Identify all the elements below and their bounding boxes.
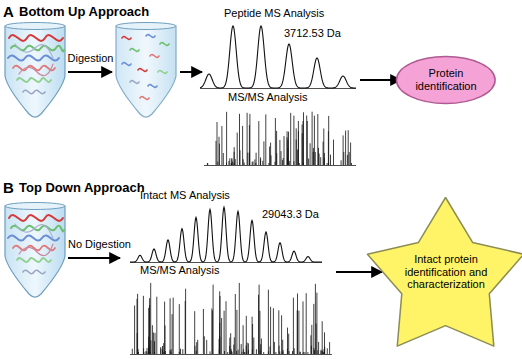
process-arrow <box>360 79 401 81</box>
drawing-part <box>15 44 53 58</box>
drawing-part <box>122 63 131 66</box>
drawing-part <box>158 71 167 74</box>
digested-tube <box>116 23 176 118</box>
protein-ribbons <box>8 35 64 94</box>
spectrum-title: Intact MS Analysis <box>140 189 230 202</box>
drawing-part <box>9 215 63 221</box>
drawing-part <box>116 23 176 30</box>
drawing-part <box>23 270 45 273</box>
drawing-part <box>15 224 53 238</box>
drawing-part <box>150 55 159 58</box>
msms-spectrum <box>207 112 351 165</box>
drawing-part <box>19 244 53 256</box>
process-arrows <box>68 72 401 272</box>
ellipse-outline <box>397 57 496 104</box>
drawing-part <box>17 258 51 262</box>
spectrum-title: MS/MS Analysis <box>140 264 219 277</box>
mass-value: 29043.3 Da <box>262 208 319 221</box>
drawing-part <box>116 26 176 117</box>
spectrum-title: MS/MS Analysis <box>228 91 307 104</box>
drawing-part <box>5 206 65 297</box>
msms-spectrum <box>132 283 329 354</box>
drawing-part <box>5 23 65 30</box>
panel-letter: A <box>3 3 14 20</box>
drawing-part <box>146 35 155 38</box>
drawing-part <box>5 26 65 117</box>
process-arrow <box>336 271 382 273</box>
intact-spectrum <box>130 207 322 262</box>
node-text: Intact protein identification and charac… <box>400 253 492 291</box>
drawing-part <box>138 69 147 72</box>
result-star: Intact protein identification and charac… <box>366 196 522 347</box>
sample-tube <box>5 203 65 298</box>
spectrum-baseline <box>130 262 322 263</box>
star-outline <box>368 198 522 347</box>
mass-value: 3712.53 Da <box>284 27 341 40</box>
panel-letter: B <box>3 179 14 196</box>
mass-spectra <box>130 26 356 355</box>
peptide-fragments <box>122 35 169 100</box>
sample-tube <box>5 23 65 118</box>
process-arrow <box>68 71 112 73</box>
node-text: Protein identification <box>410 67 482 92</box>
drawing-part <box>19 64 53 76</box>
drawing-part <box>23 90 45 93</box>
drawing-part <box>160 43 169 46</box>
drawing-part <box>9 35 63 41</box>
process-arrow <box>180 71 202 73</box>
drawing-part <box>130 81 139 84</box>
panel-heading: Top Down Approach <box>19 181 145 196</box>
drawing-part <box>8 235 59 240</box>
process-arrow <box>68 257 120 259</box>
result-ellipse: Protein identification <box>395 55 497 105</box>
drawing-part <box>130 49 139 52</box>
drawing-part <box>5 203 65 210</box>
drawing-part <box>148 85 157 88</box>
drawing-part <box>122 37 131 40</box>
peptide-spectrum <box>200 26 356 88</box>
drawing-part <box>17 78 51 82</box>
spectrum-baseline <box>130 354 332 355</box>
drawing-part <box>140 97 149 100</box>
spectrum-baseline <box>204 165 356 166</box>
drawing-part <box>8 55 59 60</box>
panel-heading: Bottom Up Approach <box>19 5 149 20</box>
step-label: Digestion <box>68 52 114 65</box>
spectrum-title: Peptide MS Analysis <box>224 7 324 20</box>
protein-ribbons <box>8 215 64 274</box>
step-label: No Digestion <box>68 238 131 251</box>
